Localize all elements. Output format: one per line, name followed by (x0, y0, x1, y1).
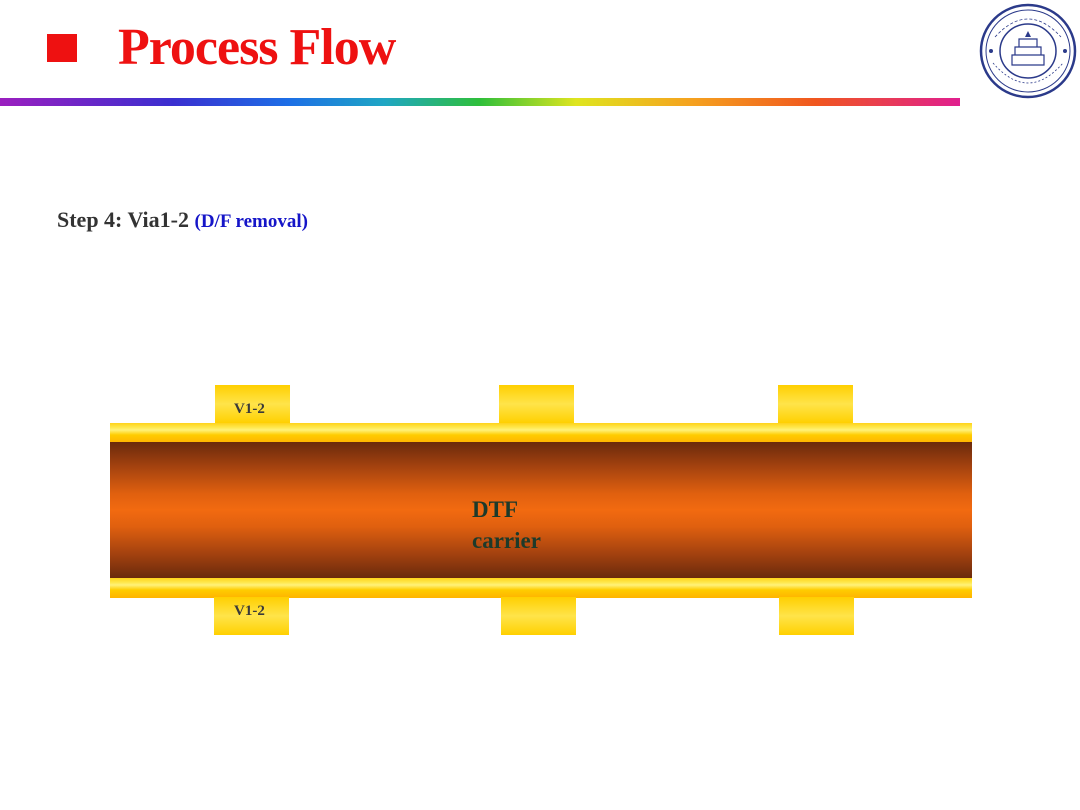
via-top-left (215, 385, 290, 423)
core-label-line1: DTF (472, 497, 518, 522)
via-bottom-middle (501, 597, 576, 635)
dtf-carrier-core (110, 442, 972, 578)
top-copper-layer (110, 423, 972, 443)
university-seal-logo (979, 3, 1077, 99)
rainbow-divider (0, 98, 960, 106)
core-label: DTF carrier (472, 494, 541, 556)
bottom-copper-layer (110, 578, 972, 598)
via-top-right (778, 385, 853, 423)
title-bullet (47, 34, 77, 62)
slide-title: Process Flow (118, 19, 396, 76)
via-label-top: V1-2 (234, 401, 265, 417)
core-label-line2: carrier (472, 528, 541, 553)
step-heading: Step 4: Via1-2 (D/F removal) (57, 207, 308, 233)
step-note: (D/F removal) (194, 211, 308, 232)
via-bottom-right (779, 597, 854, 635)
step-label: Step 4: Via1-2 (57, 207, 189, 232)
via-top-middle (499, 385, 574, 423)
via-bottom-left (214, 597, 289, 635)
via-label-bottom: V1-2 (234, 603, 265, 619)
